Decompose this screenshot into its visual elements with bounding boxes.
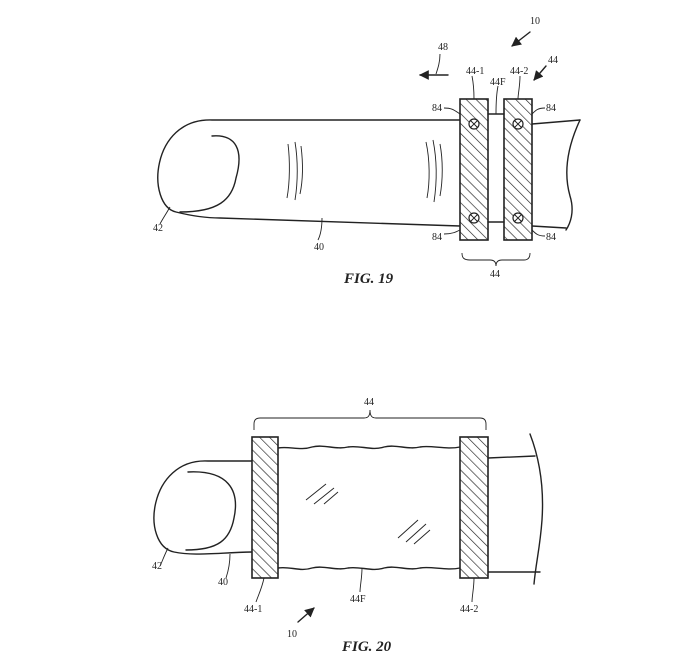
sensor-x-icon: [468, 118, 480, 130]
figure-19: 10 48 44 44-1 44-2 44F 84 84 84 84 42 40…: [153, 16, 581, 287]
finger-outline: [157, 119, 581, 231]
finger-crease-marks: [286, 139, 443, 203]
labels-19: 10 48 44 44-1 44-2 44F 84 84 84 84 42 40…: [153, 16, 558, 280]
label-10: 10: [287, 629, 297, 640]
figure-20: 44 42 40 44-1 44F 44-2 10 FIG. 20: [152, 397, 544, 655]
label-84-top-right: 84: [546, 103, 556, 114]
leader-lines-20: [159, 409, 487, 603]
fabric-44F: [277, 445, 461, 571]
label-44F: 44F: [350, 594, 366, 605]
label-44-2: 44-2: [460, 604, 478, 615]
label-40: 40: [218, 577, 228, 588]
label-84-bottom-right: 84: [546, 232, 556, 243]
label-84-bottom-left: 84: [432, 232, 442, 243]
label-84-top-left: 84: [432, 103, 442, 114]
label-44: 44: [548, 55, 558, 66]
label-44-1: 44-1: [466, 66, 484, 77]
ring-arrow-44: [533, 65, 547, 81]
label-10: 10: [530, 16, 540, 27]
caption-fig-20: FIG. 20: [341, 639, 392, 655]
sensor-x-icon: [512, 212, 524, 224]
label-44-1: 44-1: [244, 604, 262, 615]
sensor-x-icon: [512, 118, 524, 130]
label-44-2: 44-2: [510, 66, 528, 77]
leader-lines-19: [159, 53, 546, 267]
label-44-bracket: 44: [364, 397, 374, 408]
sensor-markers: [468, 118, 524, 224]
device-arrow-10: [297, 607, 315, 623]
fabric-sheen-marks: [305, 483, 431, 545]
device-arrow-10: [511, 31, 531, 47]
band-44-1: [251, 436, 279, 579]
caption-fig-19: FIG. 19: [343, 271, 394, 287]
label-42: 42: [153, 223, 163, 234]
label-42: 42: [152, 561, 162, 572]
label-44F: 44F: [490, 77, 506, 88]
label-44-bracket: 44: [490, 269, 500, 280]
band-44-2: [459, 436, 489, 579]
label-40: 40: [314, 242, 324, 253]
ring-device-44: [459, 98, 533, 241]
finger-outline: [153, 433, 544, 585]
label-48: 48: [438, 42, 448, 53]
labels-20: 44 42 40 44-1 44F 44-2 10: [152, 397, 478, 640]
sensor-x-icon: [468, 212, 480, 224]
ring-device-44: [251, 436, 489, 579]
